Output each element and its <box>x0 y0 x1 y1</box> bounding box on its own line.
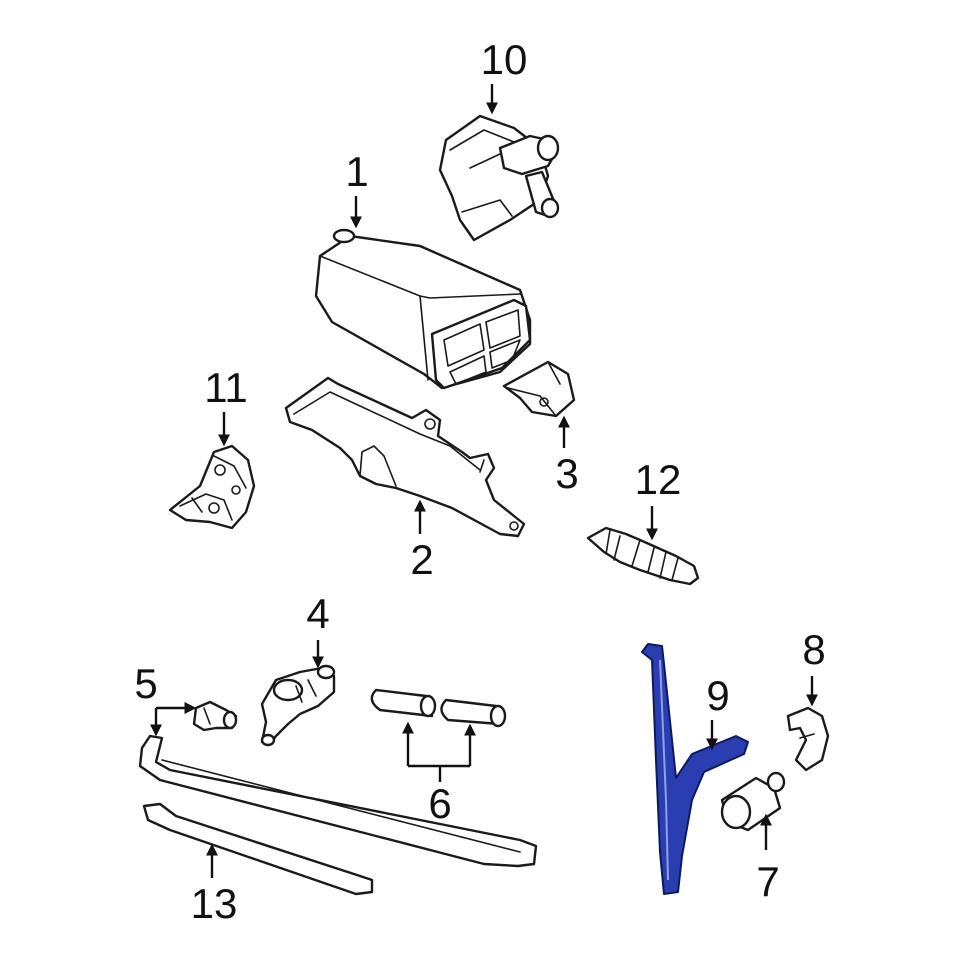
part-12-sensor <box>586 526 700 586</box>
callout-9: 9 <box>706 672 729 719</box>
part-5-tube <box>138 734 538 868</box>
callout-labels: 10 1 11 3 12 2 4 8 5 9 6 7 13 <box>134 36 825 927</box>
callout-2: 2 <box>410 536 433 583</box>
part-2-mounting-bracket <box>284 376 526 538</box>
callout-13: 13 <box>191 880 238 927</box>
callout-11: 11 <box>204 364 248 411</box>
callout-3: 3 <box>555 450 578 497</box>
part-6-hoses <box>370 688 507 728</box>
callout-7: 7 <box>756 858 779 905</box>
part-8-elbow <box>786 706 830 772</box>
callout-1: 1 <box>345 148 368 195</box>
part-11-mount <box>168 444 256 530</box>
callout-5: 5 <box>134 660 157 707</box>
part-5-fitting <box>192 700 238 732</box>
part-10-purge-valve <box>438 114 560 242</box>
callout-10: 10 <box>481 36 528 83</box>
callout-4: 4 <box>306 590 329 637</box>
part-3-bracket <box>502 360 576 418</box>
part-9-highlighted-hose <box>641 643 749 895</box>
callout-6: 6 <box>428 780 451 827</box>
part-7-filter <box>720 771 786 832</box>
callout-8: 8 <box>802 626 825 673</box>
part-1-canister <box>314 228 532 390</box>
part-4-valve <box>260 664 336 747</box>
callout-leaders <box>150 84 818 878</box>
callout-12: 12 <box>635 456 682 503</box>
part-13-line <box>142 802 374 896</box>
